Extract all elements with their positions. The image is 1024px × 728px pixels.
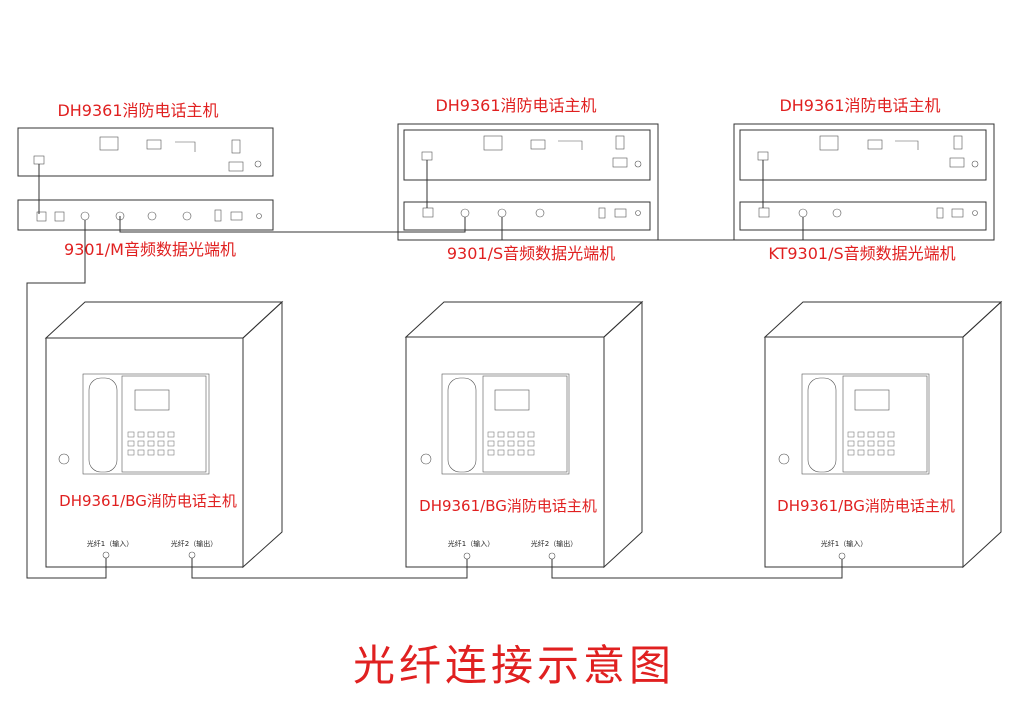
host-panel-2 <box>397 123 659 241</box>
cabinet-label-1: DH9361/BG消防电话主机 <box>59 492 237 510</box>
cabinet-label-2: DH9361/BG消防电话主机 <box>419 497 597 515</box>
terminal-label-2: 9301/S音频数据光端机 <box>447 244 615 263</box>
cabinet-label-3: DH9361/BG消防电话主机 <box>777 497 955 515</box>
host-panel-3 <box>733 123 995 241</box>
fiber-port-2-out: 光纤2（输出） <box>531 539 577 548</box>
terminal-label-1: 9301/M音频数据光端机 <box>64 240 236 259</box>
cabinet-1 <box>44 300 284 569</box>
host-panel-1 <box>17 127 274 177</box>
terminal-label-3: KT9301/S音频数据光端机 <box>768 244 955 263</box>
terminal-panel-3 <box>739 201 987 231</box>
host-label-3: DH9361消防电话主机 <box>779 96 940 115</box>
host-label-2: DH9361消防电话主机 <box>435 96 596 115</box>
fiber-port-3-in: 光纤1（输入） <box>821 539 867 548</box>
cabinet-2 <box>404 300 644 569</box>
cabinet-3 <box>763 300 1003 569</box>
diagram-title: 光纤连接示意图 <box>353 641 675 690</box>
fiber-port-2-in: 光纤1（输入） <box>448 539 494 548</box>
terminal-panel-1 <box>17 199 274 231</box>
fiber-port-1-in: 光纤1（输入） <box>87 539 133 548</box>
fiber-port-1-out: 光纤2（输出） <box>171 539 217 548</box>
terminal-panel-2 <box>403 201 651 231</box>
fiber-lines <box>26 160 843 579</box>
host-label-1: DH9361消防电话主机 <box>57 101 218 120</box>
